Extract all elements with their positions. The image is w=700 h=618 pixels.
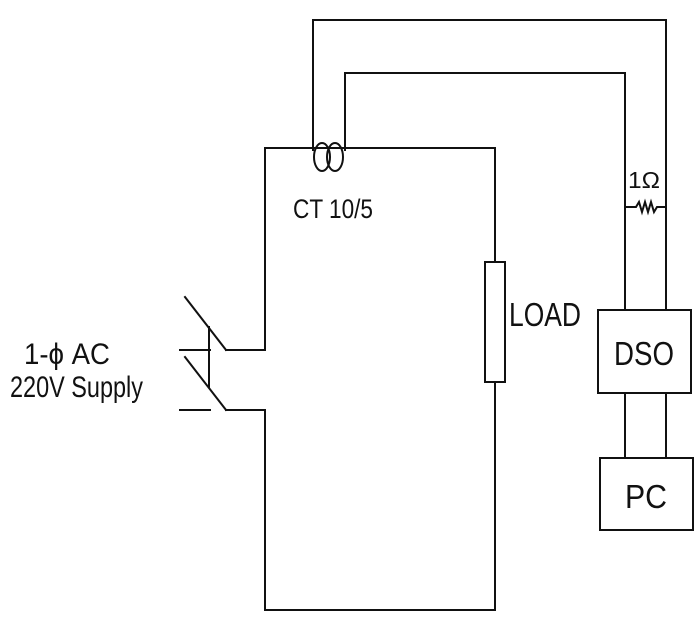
resistor-zigzag	[624, 198, 667, 216]
supply-switch	[179, 295, 266, 412]
load-label: LOAD	[509, 296, 581, 333]
ct-label: CT 10/5	[293, 194, 373, 224]
ct-lead-inner	[344, 72, 626, 311]
ct-coil-left	[313, 142, 331, 172]
current-transformer: CT 10/5	[293, 142, 373, 224]
pc-label: PC	[625, 478, 667, 515]
main-loop-bottom-wire	[264, 381, 496, 611]
pc-block: PC	[599, 457, 694, 531]
switch-blade-upper	[183, 295, 228, 352]
ct-lead-outer	[312, 19, 667, 311]
dso-label: DSO	[614, 335, 674, 372]
supply-label: 1-ϕ AC 220V Supply	[10, 338, 143, 404]
pc-box	[599, 457, 694, 531]
main-circuit-loop	[264, 147, 496, 611]
ct-coil-right	[326, 142, 344, 172]
resistor-label: 1Ω	[628, 167, 660, 193]
supply-label-line2: 220V Supply	[10, 371, 143, 404]
dso-box	[597, 309, 692, 394]
dso-pc-link	[624, 392, 667, 459]
switch-blade-lower	[183, 355, 228, 412]
ct-secondary-wiring	[312, 19, 667, 311]
burden-resistor: 1Ω	[624, 167, 667, 216]
main-loop-top-wire	[264, 147, 496, 351]
load-resistor: LOAD	[484, 261, 581, 383]
supply-label-line1: 1-ϕ AC	[24, 338, 110, 371]
load-box	[484, 261, 506, 383]
dso-block: DSO	[597, 309, 692, 394]
